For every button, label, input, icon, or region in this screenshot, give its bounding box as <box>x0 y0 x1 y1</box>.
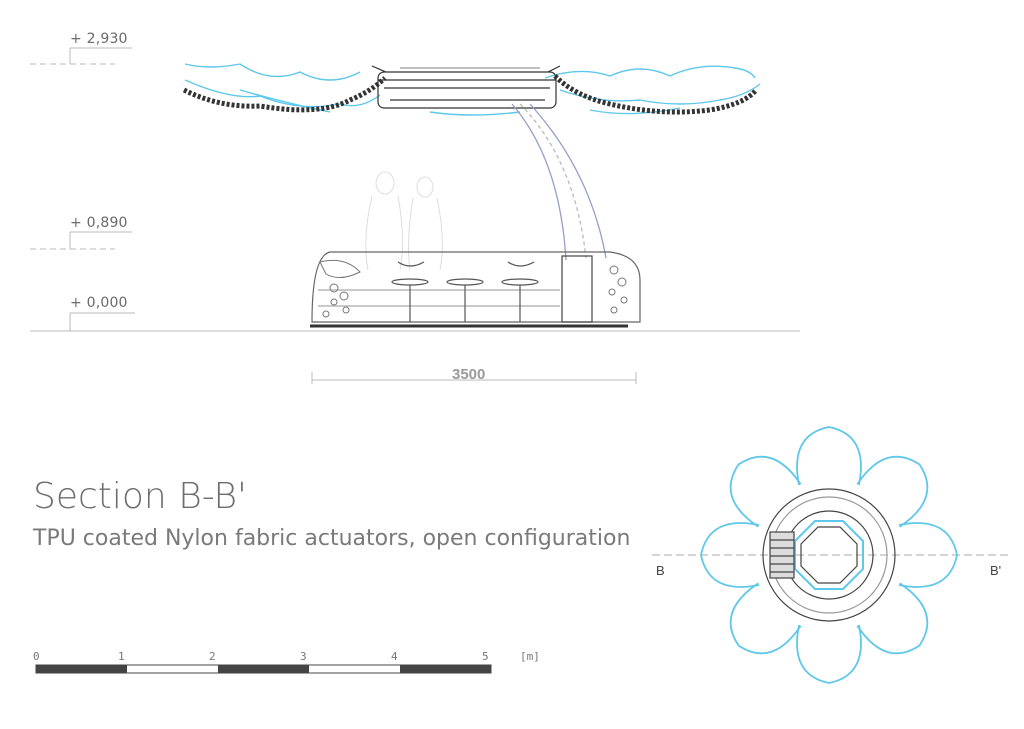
width-dimension-label: 3500 <box>452 366 486 383</box>
canopy-ribs <box>182 74 758 115</box>
level-marker-top <box>30 47 132 65</box>
width-dimension-line <box>311 372 637 384</box>
plan-view <box>652 426 1008 684</box>
elevation-label-top: + 2,930 <box>70 31 128 47</box>
scale-tick-2: 2 <box>209 650 216 663</box>
lattice-right <box>608 265 628 314</box>
scale-tick-4: 4 <box>391 650 398 663</box>
canopy-hub <box>371 65 561 109</box>
elevation-label-mid: + 0,890 <box>70 215 128 231</box>
elevation-label-ground: + 0,000 <box>70 295 128 311</box>
bench-base <box>310 251 641 328</box>
section-title: Section B-B' <box>33 476 247 517</box>
scale-tick-1: 1 <box>118 650 125 663</box>
cut-label-left: B <box>656 563 665 578</box>
human-figures <box>365 171 443 271</box>
support-column <box>511 103 607 261</box>
scale-tick-0: 0 <box>33 650 40 663</box>
seats <box>391 261 539 322</box>
lattice-left <box>319 259 361 318</box>
plan-actuator-petals <box>700 426 958 684</box>
scale-tick-5: 5 <box>482 650 489 663</box>
scale-unit: [m] <box>520 650 540 663</box>
plan-body <box>762 488 896 622</box>
scale-tick-3: 3 <box>300 650 307 663</box>
cut-label-right: B' <box>990 563 1002 578</box>
canopy-actuators-open <box>184 63 761 116</box>
level-marker-ground <box>30 312 800 332</box>
level-marker-mid <box>30 231 132 250</box>
section-subtitle: TPU coated Nylon fabric actuators, open … <box>33 526 631 551</box>
scale-bar <box>35 664 492 674</box>
